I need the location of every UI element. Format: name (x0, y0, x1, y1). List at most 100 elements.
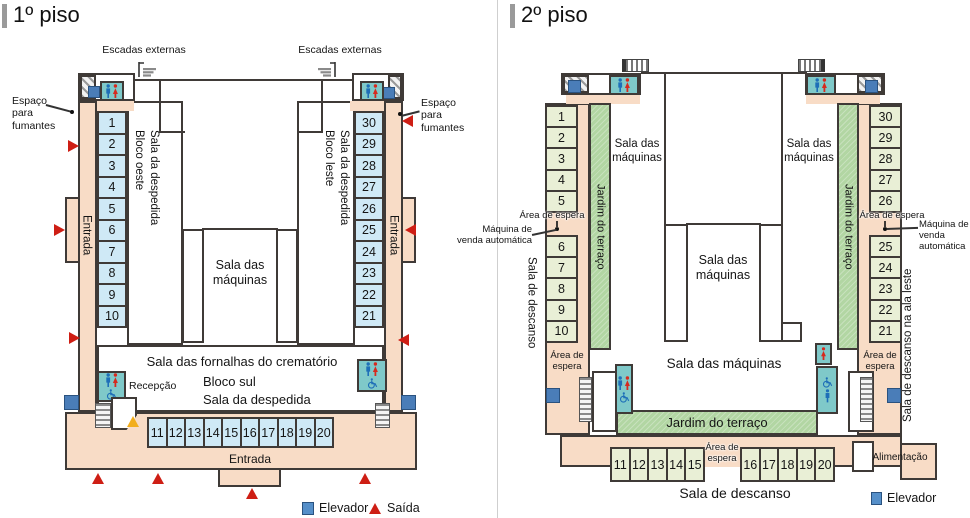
vending-right-leader (886, 226, 919, 230)
f1-restroom-topleft (100, 81, 124, 101)
f1-restroom-southeast (357, 359, 387, 392)
f2-restroom-women-east (815, 343, 832, 365)
f2-restroom-southwest (615, 364, 633, 414)
room-28: 28 (354, 154, 384, 178)
room-7: 7 (545, 256, 578, 280)
room-14: 14 (202, 417, 223, 448)
f2-top-band-west (566, 95, 640, 104)
f2-restroom-men-east (816, 366, 838, 414)
legend-elevator-swatch (302, 502, 314, 515)
room-27: 27 (354, 175, 384, 199)
f1-elevator-west (64, 395, 79, 410)
f1-wall-step-l1 (159, 80, 161, 133)
f2-machine-top-wall (686, 223, 761, 225)
room-13: 13 (184, 417, 205, 448)
room-10: 10 (97, 304, 127, 328)
smoking-left-dot (70, 110, 74, 114)
room-12: 12 (628, 447, 650, 482)
f2-restroom-topright (806, 75, 836, 95)
f1-wall-step-r1 (321, 80, 323, 133)
room-22: 22 (354, 283, 384, 307)
garden-bottom-label: Jardim do terraço (666, 414, 768, 430)
wheelchair-icon (822, 377, 833, 388)
smoking-right-dot (398, 112, 402, 116)
legend2-elevator-label: Elevador (887, 491, 937, 505)
f2-elevator-topleft (568, 80, 581, 93)
room-8: 8 (97, 261, 127, 285)
f2-elevator-west (546, 388, 560, 403)
east-block-label: Bloco leste Sala da despedida (323, 130, 350, 226)
f1-elevator-east (401, 395, 416, 410)
room-17: 17 (258, 417, 279, 448)
legend-exit-label: Saída (387, 501, 420, 515)
exit-marker (359, 473, 371, 484)
room-25: 25 (354, 218, 384, 242)
f2-external-stairs-icon-left (622, 59, 649, 72)
room-15: 15 (221, 417, 242, 448)
f2-machines-center-label: Sala das máquinas (695, 253, 751, 282)
f1-wall-step-l2 (160, 131, 185, 133)
room-30: 30 (869, 105, 902, 129)
room-5: 5 (545, 189, 578, 214)
room-17: 17 (758, 447, 780, 482)
room-2: 2 (545, 126, 578, 150)
wait-right-label: Área de espera (859, 210, 925, 221)
f1-pink-notch-west (97, 101, 134, 111)
floor1-title-bar (2, 4, 7, 28)
smoking-label-left: Espaço para fumantes (12, 95, 56, 132)
legend-elevator-label: Elevador (319, 501, 369, 515)
room-16: 16 (239, 417, 260, 448)
room-9: 9 (97, 283, 127, 307)
f2-machines-bottom-label: Sala das máquinas (666, 356, 782, 371)
room-22: 22 (869, 298, 902, 322)
room-26: 26 (869, 189, 902, 214)
f1-entrance-vestibule (218, 468, 281, 487)
f1-wall-step-r2 (297, 131, 323, 133)
exit-marker (69, 332, 80, 344)
f1-pink-notch-east (350, 101, 384, 111)
man-woman-icon (617, 77, 631, 93)
f2-restroom-topleft (609, 75, 639, 95)
f2-courtyard-wall-left (664, 73, 666, 225)
f2-garden-west: Jardim do terraço (589, 103, 611, 350)
room-12: 12 (165, 417, 186, 448)
room-5: 5 (97, 197, 127, 221)
man-woman-icon (365, 362, 379, 377)
floor2-title-bar (510, 4, 515, 28)
wait-left-tick (556, 221, 558, 228)
room-29: 29 (869, 126, 902, 150)
exit-marker (68, 140, 79, 152)
f1-stairs-southwest (95, 403, 111, 428)
exit-marker (398, 334, 409, 346)
room-25: 25 (869, 235, 902, 259)
entrance-west-label: Entrada (80, 214, 93, 256)
f2-stairs-east (860, 377, 873, 422)
f2-stairs-west (579, 377, 592, 422)
room-11: 11 (147, 417, 168, 448)
exit-marker (402, 115, 413, 127)
f2-wall-top-middle (641, 72, 807, 74)
reception-label: Recepção (129, 380, 177, 392)
entrance-east-label: Entrada (387, 214, 400, 256)
wait-right-bottom-label: Área de espera (863, 350, 897, 373)
vending-right-label: Máquina de venda automática (919, 219, 969, 253)
legend2-elevator-swatch (871, 492, 882, 505)
room-8: 8 (545, 277, 578, 301)
room-2: 2 (97, 132, 127, 156)
f2-garden-east: Jardim do terraço (837, 103, 859, 350)
room-20: 20 (814, 447, 835, 482)
room-1: 1 (545, 105, 578, 129)
f1-corridor-west-bump (65, 197, 80, 263)
room-19: 19 (795, 447, 817, 482)
f1-machine-top-wall (202, 228, 278, 230)
f1-elevator-topleft (88, 86, 100, 98)
room-13: 13 (647, 447, 668, 482)
man-woman-icon (814, 77, 828, 93)
